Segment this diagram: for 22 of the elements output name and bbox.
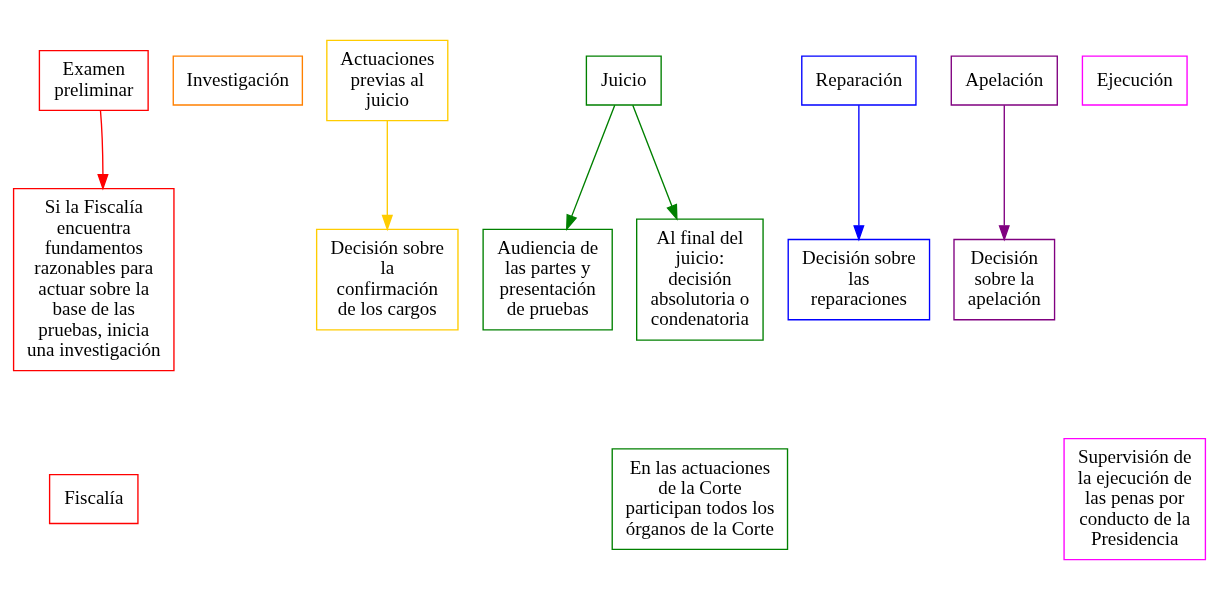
node-box: Si la Fiscalía encuentra fundamentos razonables para actuar sobre la base de las pruebas, inicia una investigación — [12, 187, 175, 372]
node-box: Actuaciones previas al juicio — [326, 39, 449, 122]
node-box: Reparación — [801, 55, 917, 106]
arrow — [632, 104, 678, 221]
node-box: En las actuaciones de la Corte participan todos los órganos de la Corte — [611, 448, 789, 551]
node-box: Ejecución — [1081, 55, 1188, 106]
arrow — [853, 104, 865, 242]
arrow — [381, 120, 393, 232]
node-box: Al final del juicio: decisión absolutoria o condenatoria — [636, 218, 764, 341]
node-box: Audiencia de las partes y presentación de pruebas — [482, 228, 613, 331]
node-box: Fiscalía — [48, 473, 139, 525]
arrow — [565, 104, 616, 231]
node-box: Apelación — [950, 55, 1058, 106]
node-box: Juicio — [585, 55, 662, 106]
node-box: Decisión sobre la apelación — [953, 238, 1056, 321]
arrow — [97, 109, 109, 191]
node-box: Decisión sobre la confirmación de los cargos — [315, 228, 459, 331]
node-box: Decisión sobre las reparaciones — [787, 238, 931, 321]
node-box: Investigación — [172, 55, 304, 106]
node-box: Examen preliminar — [38, 49, 149, 112]
node-box: Supervisión de la ejecución de las penas por conducto de la Presidencia — [1063, 437, 1207, 561]
arrow — [998, 104, 1010, 242]
